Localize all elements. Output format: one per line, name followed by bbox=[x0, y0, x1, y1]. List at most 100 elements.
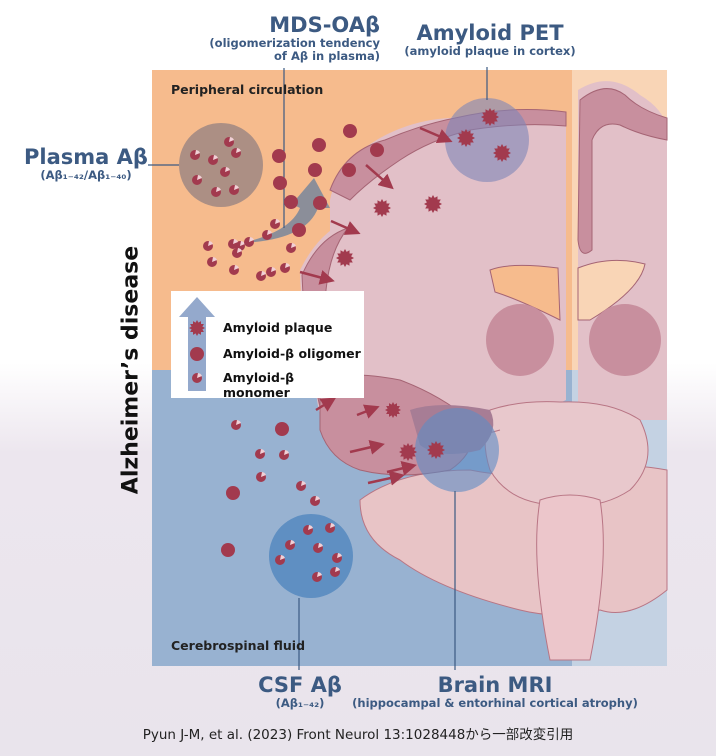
monomer-notch bbox=[318, 543, 323, 548]
monomer-notch bbox=[290, 540, 295, 545]
flux-arrow bbox=[315, 397, 337, 412]
amyloid-plaque bbox=[481, 108, 499, 126]
csf-ab-sample-circle bbox=[269, 514, 353, 598]
monomer-notch bbox=[240, 241, 245, 246]
flux-arrows bbox=[299, 126, 453, 486]
amyloid-plaque bbox=[373, 199, 391, 217]
amyloid-monomer bbox=[228, 239, 238, 249]
legend: Amyloid plaque Amyloid-β oligomer Amyloi… bbox=[171, 291, 364, 400]
monomer-notch bbox=[236, 148, 241, 153]
flux-arrow bbox=[367, 470, 405, 486]
monomer-notch bbox=[213, 155, 218, 160]
monomer-notch bbox=[236, 420, 241, 425]
monomer-notch bbox=[271, 267, 276, 272]
monomer-notch bbox=[261, 271, 266, 276]
monomer-notch bbox=[315, 496, 320, 501]
plasma-ab-heading: Plasma Aβ (Aβ₁₋₄₂/Aβ₁₋₄₀) bbox=[24, 145, 148, 182]
monomer-notch bbox=[229, 137, 234, 142]
peripheral-circulation-label: Peripheral circulation bbox=[171, 82, 324, 97]
csf-ab-title: CSF Aβ bbox=[258, 673, 342, 697]
amyloid-oligomer bbox=[221, 543, 235, 557]
amyloid-monomer bbox=[255, 449, 265, 459]
oligomerization-arrow bbox=[242, 178, 330, 243]
amyloid-pet-subtitle: (amyloid plaque in cortex) bbox=[404, 44, 576, 59]
monomer-notch bbox=[249, 237, 254, 242]
amyloid-monomer bbox=[286, 243, 296, 253]
amyloid-monomer bbox=[231, 148, 241, 158]
amyloid-plaque bbox=[189, 320, 205, 336]
flux-arrow bbox=[386, 461, 417, 476]
amyloid-oligomer bbox=[272, 149, 286, 163]
monomer-notch bbox=[275, 219, 280, 224]
amyloid-oligomer bbox=[275, 422, 289, 436]
amyloid-oligomer-icon bbox=[190, 347, 204, 361]
amyloid-plaque bbox=[457, 129, 475, 147]
monomer-notch bbox=[197, 373, 202, 378]
amyloid-oligomer bbox=[312, 138, 326, 152]
monomer-notch bbox=[285, 263, 290, 268]
monomer-notch bbox=[237, 248, 242, 253]
monomer-notch bbox=[280, 555, 285, 560]
amyloid-monomer bbox=[270, 219, 280, 229]
amyloid-plaque bbox=[427, 441, 445, 459]
amyloid-monomer bbox=[203, 241, 213, 251]
amyloid-oligomer bbox=[370, 143, 384, 157]
amyloid-monomer bbox=[220, 167, 230, 177]
monomer-notch bbox=[260, 449, 265, 454]
monomer-notch bbox=[267, 230, 272, 235]
monomer-notch bbox=[301, 481, 306, 486]
amyloid-monomer bbox=[296, 481, 306, 491]
flux-arrow bbox=[419, 126, 453, 143]
monomer-notch bbox=[225, 167, 230, 172]
mds-oab-subtitle-1: (oligomerization tendency bbox=[209, 36, 380, 51]
amyloid-monomer bbox=[224, 137, 234, 147]
amyloid-monomer bbox=[207, 257, 217, 267]
amyloid-monomer bbox=[266, 267, 276, 277]
monomer-notch bbox=[284, 450, 289, 455]
flux-arrow bbox=[299, 270, 335, 285]
amyloid-monomer bbox=[211, 187, 221, 197]
amyloid-monomer bbox=[330, 567, 340, 577]
monomer-notch bbox=[337, 553, 342, 558]
monomer-notch bbox=[208, 241, 213, 246]
amyloid-plaque bbox=[493, 144, 511, 162]
amyloid-monomer bbox=[232, 248, 242, 258]
brain-mri-heading: Brain MRI (hippocampal & entorhinal cort… bbox=[330, 673, 660, 711]
amyloid-oligomer bbox=[292, 223, 306, 237]
monomer-notch bbox=[233, 239, 238, 244]
amyloid-oligomer bbox=[273, 176, 287, 190]
amyloid-monomer bbox=[244, 237, 254, 247]
amyloid-plaque bbox=[336, 249, 354, 267]
legend-item-plaque: Amyloid plaque bbox=[223, 320, 333, 335]
amyloid-monomer bbox=[256, 271, 266, 281]
amyloid-pet-heading: Amyloid PET (amyloid plaque in cortex) bbox=[395, 21, 585, 59]
amyloid-monomer bbox=[229, 265, 239, 275]
flux-arrow bbox=[330, 219, 361, 235]
monomer-notch bbox=[330, 523, 335, 528]
brain-mri-subtitle: (hippocampal & entorhinal cortical atrop… bbox=[352, 696, 638, 711]
amyloid-oligomer bbox=[284, 195, 298, 209]
vertical-title: Alzheimer’s disease bbox=[118, 245, 144, 495]
amyloid-monomer bbox=[192, 175, 202, 185]
brain-mri-title: Brain MRI bbox=[437, 673, 553, 697]
mds-oab-subtitle-2: of Aβ in plasma) bbox=[274, 48, 380, 63]
mds-oab-heading: MDS-OAβ (oligomerization tendency of Aβ … bbox=[190, 13, 380, 63]
amyloid-pet-circle bbox=[445, 98, 529, 182]
flux-arrow bbox=[356, 404, 380, 419]
amyloid-monomer bbox=[313, 543, 323, 553]
monomer-notch bbox=[317, 572, 322, 577]
monomer-notch bbox=[197, 175, 202, 180]
monomer-notch bbox=[195, 150, 200, 155]
amyloid-monomer bbox=[332, 553, 342, 563]
amyloid-monomer bbox=[229, 185, 239, 195]
csf-region-label: Cerebrospinal fluid bbox=[171, 638, 306, 653]
amyloid-monomer bbox=[262, 230, 272, 240]
monomer-notch bbox=[212, 257, 217, 262]
monomer-notch bbox=[261, 472, 266, 477]
amyloid-monomer bbox=[190, 150, 200, 160]
brain-stem-cerebellum bbox=[339, 401, 668, 661]
monomer-notch bbox=[308, 525, 313, 530]
amyloid-monomer bbox=[208, 155, 218, 165]
flux-arrow bbox=[365, 164, 394, 190]
